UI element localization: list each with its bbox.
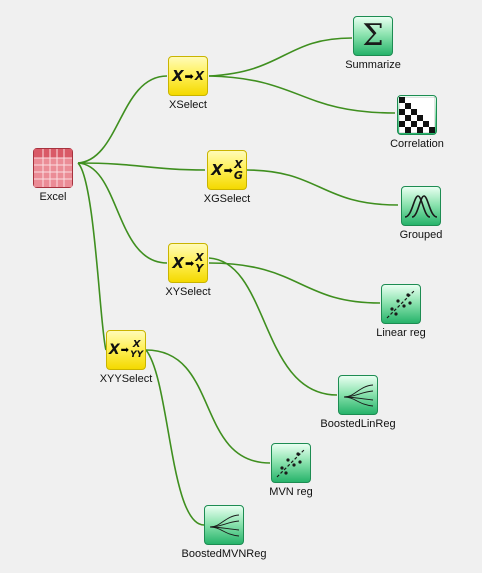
node-label: Correlation bbox=[390, 138, 444, 150]
edge-excel-xgselect bbox=[77, 162, 206, 171]
glyph-x: X bbox=[211, 161, 223, 179]
edge-xselect-summarize bbox=[208, 37, 353, 77]
glyph-x: X bbox=[172, 254, 184, 272]
arrow-icon: ➡ bbox=[120, 344, 130, 356]
edge-xgselect-grouped bbox=[245, 169, 399, 206]
spreadsheet-grid-icon bbox=[33, 148, 73, 188]
node-label: Linear reg bbox=[376, 327, 426, 339]
edge-xyyselect-boostedmvnreg bbox=[145, 349, 205, 526]
glyph-g-target: G bbox=[233, 169, 243, 182]
node-xyselect[interactable]: X ➡ X Y XYSelect bbox=[128, 243, 248, 298]
node-label: Excel bbox=[39, 191, 67, 203]
node-xyyselect[interactable]: X ➡ X YY XYYSelect bbox=[66, 330, 186, 385]
node-label: Summarize bbox=[345, 59, 401, 71]
edge-xselect-correlation bbox=[208, 75, 396, 114]
node-label: XGSelect bbox=[203, 193, 251, 205]
glyph-x: X bbox=[171, 67, 184, 85]
node-label: BoostedMVNReg bbox=[181, 548, 267, 560]
node-label: XYYSelect bbox=[99, 373, 153, 385]
arrow-icon: ➡ bbox=[184, 70, 194, 83]
glyph-x-target: X bbox=[234, 158, 243, 171]
x-arrow-xg-icon: X ➡ X G bbox=[207, 150, 247, 190]
x-arrow-xy-icon: X ➡ X Y bbox=[168, 243, 208, 283]
glyph-x: X bbox=[108, 342, 120, 358]
glyph-x-target: X bbox=[132, 339, 141, 350]
distribution-curves-icon bbox=[401, 186, 441, 226]
node-xselect[interactable]: X ➡ X XSelect bbox=[128, 56, 248, 111]
arrow-icon: ➡ bbox=[184, 257, 195, 270]
glyph-x-target: X bbox=[195, 251, 204, 264]
node-linear-reg[interactable]: Linear reg bbox=[341, 284, 461, 339]
node-mvn-reg[interactable]: MVN reg bbox=[231, 443, 351, 498]
node-label: XYSelect bbox=[165, 286, 211, 298]
node-label: Grouped bbox=[399, 229, 443, 241]
node-xgselect[interactable]: X ➡ X G XGSelect bbox=[167, 150, 287, 205]
boosted-tree-icon bbox=[338, 375, 378, 415]
scatter-regression-icon bbox=[381, 284, 421, 324]
node-label: XSelect bbox=[169, 99, 207, 111]
x-arrow-x-icon: X ➡ X bbox=[168, 56, 208, 96]
edge-xyselect-boostedlinreg bbox=[208, 257, 338, 396]
edge-excel-xyyselect bbox=[77, 162, 107, 351]
node-label: BoostedLinReg bbox=[320, 418, 396, 430]
edge-excel-xyselect bbox=[77, 162, 168, 264]
edge-xyyselect-mvnreg bbox=[145, 349, 271, 464]
glyph-y-target: Y bbox=[195, 262, 204, 275]
glyph-x-target: X bbox=[194, 69, 205, 83]
node-summarize[interactable]: Σ Summarize bbox=[313, 16, 433, 71]
glyph-yy-target: YY bbox=[130, 350, 144, 360]
node-excel[interactable]: Excel bbox=[0, 148, 113, 203]
node-label: MVN reg bbox=[269, 486, 313, 498]
node-boosted-mvn-reg[interactable]: BoostedMVNReg bbox=[164, 505, 284, 560]
node-grouped[interactable]: Grouped bbox=[361, 186, 481, 241]
arrow-icon: ➡ bbox=[223, 164, 233, 177]
boosted-tree-icon bbox=[204, 505, 244, 545]
scatter-regression-icon bbox=[271, 443, 311, 483]
sigma-icon: Σ bbox=[353, 16, 393, 56]
edge-excel-xselect bbox=[77, 75, 168, 164]
node-correlation[interactable]: Correlation bbox=[357, 95, 477, 150]
x-arrow-xyy-icon: X ➡ X YY bbox=[106, 330, 146, 370]
edge-xyselect-linearreg bbox=[208, 262, 381, 304]
node-boosted-lin-reg[interactable]: BoostedLinReg bbox=[298, 375, 418, 430]
sigma-glyph: Σ bbox=[362, 18, 384, 53]
correlation-matrix-icon bbox=[397, 95, 437, 135]
